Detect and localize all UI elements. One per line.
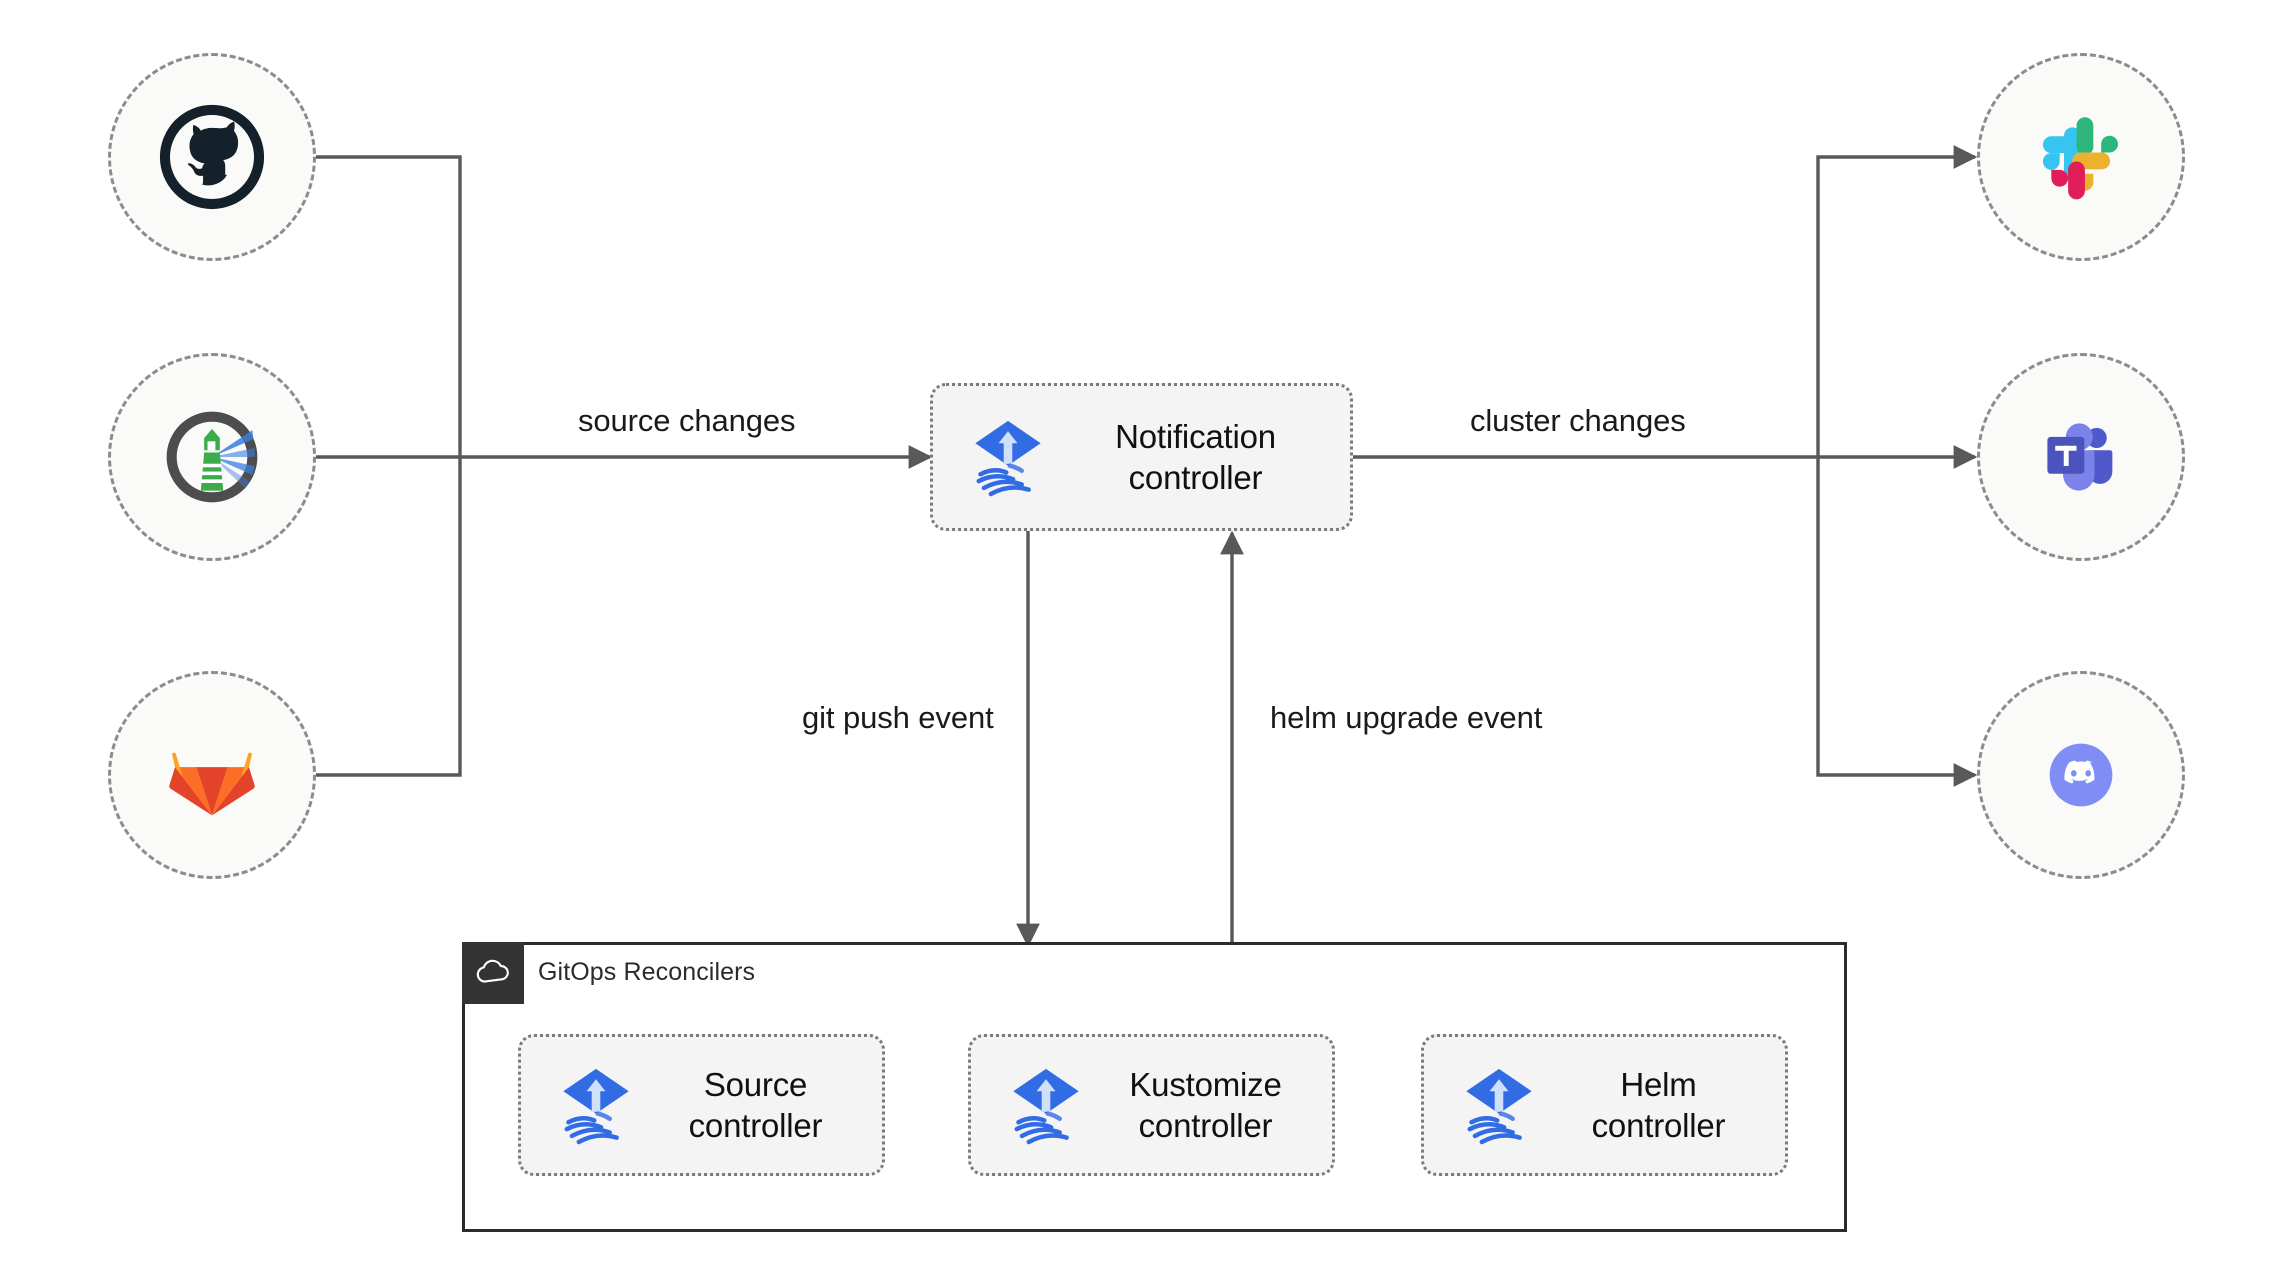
destination-node-slack[interactable] bbox=[1977, 53, 2185, 261]
edge-label-cluster-changes: cluster changes bbox=[1470, 403, 1686, 438]
helm-controller-box[interactable]: Helm controller bbox=[1421, 1034, 1788, 1176]
destination-node-teams[interactable] bbox=[1977, 353, 2185, 561]
kustomize-controller-label: Kustomize controller bbox=[1129, 1065, 1282, 1144]
microsoft-teams-icon bbox=[2047, 423, 2113, 491]
discord-icon bbox=[2049, 743, 2113, 807]
source-node-gitlab[interactable] bbox=[108, 671, 316, 879]
github-icon bbox=[159, 104, 265, 210]
flux-logo-icon bbox=[563, 1068, 629, 1145]
flux-logo-icon bbox=[1466, 1068, 1532, 1145]
wire-gitlab-to-bus bbox=[316, 457, 462, 777]
flux-logo-icon bbox=[975, 420, 1041, 497]
edge-label-source-changes: source changes bbox=[578, 403, 796, 438]
source-node-github[interactable] bbox=[108, 53, 316, 261]
flux-logo-icon bbox=[1013, 1068, 1079, 1145]
kustomize-controller-box[interactable]: Kustomize controller bbox=[968, 1034, 1335, 1176]
gitops-reconcilers-tab bbox=[462, 942, 524, 1004]
gitops-reconcilers-title: GitOps Reconcilers bbox=[538, 958, 756, 986]
notification-controller-box[interactable]: Notification controller bbox=[930, 383, 1353, 531]
helm-controller-label: Helm controller bbox=[1591, 1065, 1726, 1144]
wire-github-to-bus bbox=[316, 155, 462, 457]
flux-lighthouse-icon bbox=[166, 411, 258, 503]
slack-icon bbox=[2042, 117, 2118, 200]
edge-label-helm-upgrade-event: helm upgrade event bbox=[1270, 700, 1543, 735]
source-controller-label: Source controller bbox=[688, 1065, 823, 1144]
notification-controller-label: Notification controller bbox=[1115, 417, 1276, 496]
wire-rightbus-to-slack bbox=[1816, 145, 1978, 457]
wire-rightbus-to-discord bbox=[1816, 457, 1978, 787]
edge-label-git-push-event: git push event bbox=[802, 700, 994, 735]
source-node-flux[interactable] bbox=[108, 353, 316, 561]
cloud-icon bbox=[476, 959, 509, 983]
source-controller-box[interactable]: Source controller bbox=[518, 1034, 885, 1176]
gitlab-icon bbox=[169, 752, 255, 816]
destination-node-discord[interactable] bbox=[1977, 671, 2185, 879]
